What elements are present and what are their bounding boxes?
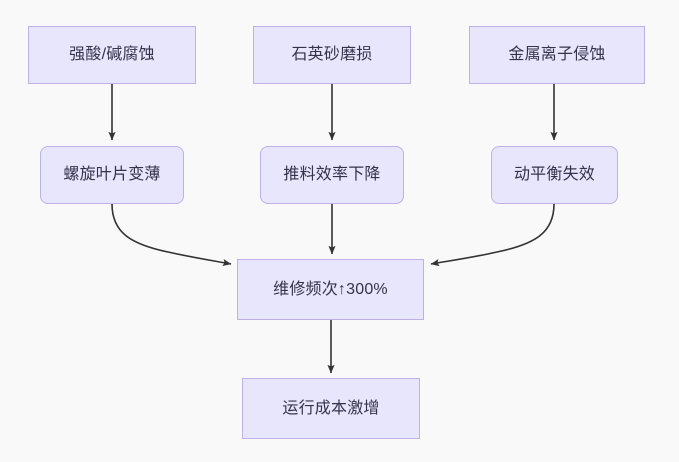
node-label: 运行成本激增 xyxy=(282,399,380,417)
node-effect-blade[interactable]: 螺旋叶片变薄 xyxy=(40,146,184,204)
node-label: 金属离子侵蚀 xyxy=(508,46,606,64)
node-cause-metal-ion[interactable]: 金属离子侵蚀 xyxy=(469,26,645,84)
node-label: 动平衡失效 xyxy=(513,166,595,184)
node-effect-balance[interactable]: 动平衡失效 xyxy=(491,146,618,204)
node-label: 维修频次↑300% xyxy=(273,280,388,298)
node-result-cost[interactable]: 运行成本激增 xyxy=(242,378,420,439)
node-label: 强酸/碱腐蚀 xyxy=(69,46,155,64)
node-cause-acid[interactable]: 强酸/碱腐蚀 xyxy=(28,26,196,84)
edge-blade-to-repair xyxy=(111,203,232,267)
node-result-repair[interactable]: 维修频次↑300% xyxy=(237,259,424,320)
node-effect-feed[interactable]: 推料效率下降 xyxy=(260,146,404,204)
node-label: 石英砂磨损 xyxy=(291,46,373,64)
node-label: 推料效率下降 xyxy=(283,166,381,184)
node-label: 螺旋叶片变薄 xyxy=(63,166,161,184)
edge-balance-to-repair xyxy=(430,203,555,267)
node-cause-sand[interactable]: 石英砂磨损 xyxy=(253,26,411,84)
